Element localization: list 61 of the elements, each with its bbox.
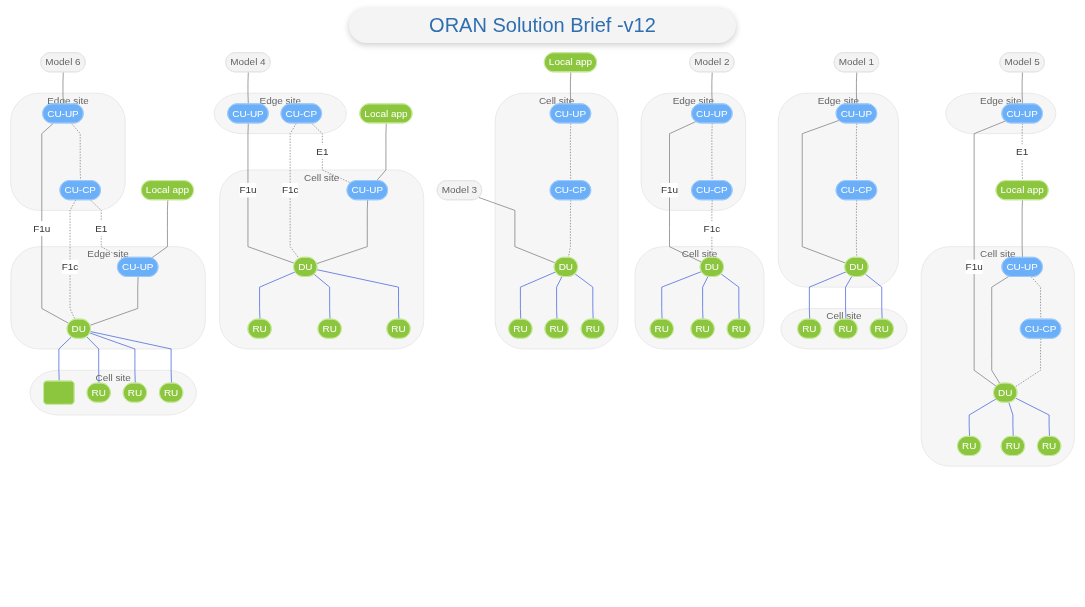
connector <box>1021 123 1023 182</box>
connector <box>1021 199 1023 258</box>
connector <box>520 271 557 320</box>
connector <box>90 331 172 384</box>
connector <box>570 123 572 182</box>
connector <box>845 276 853 320</box>
edge-label: F1u <box>660 184 679 196</box>
edge-label: F1c <box>61 260 79 273</box>
connector <box>720 273 740 320</box>
connector <box>289 123 300 260</box>
connector <box>478 197 556 264</box>
connector <box>968 398 997 438</box>
edge-label: E1 <box>316 145 329 158</box>
edge-label: E1 <box>95 222 108 234</box>
connector <box>1014 338 1042 388</box>
connector <box>89 276 139 326</box>
connector <box>62 71 64 105</box>
connector <box>669 121 703 263</box>
connector <box>313 274 331 320</box>
connector <box>856 71 858 105</box>
edge-label: F1c <box>703 222 721 234</box>
connector <box>1021 71 1023 105</box>
connector <box>570 71 572 105</box>
connector <box>247 71 249 105</box>
connector <box>1008 402 1014 438</box>
connector <box>865 273 883 320</box>
connector <box>711 71 713 105</box>
connector <box>856 199 858 258</box>
connector <box>556 276 563 320</box>
connector <box>151 199 169 259</box>
connector <box>711 123 713 182</box>
connector <box>661 271 702 320</box>
connector <box>259 271 296 320</box>
connector <box>58 336 72 382</box>
connector <box>86 336 100 384</box>
connector <box>89 332 136 384</box>
edge-label: F1c <box>281 184 299 196</box>
connector <box>316 269 400 320</box>
edge-label: E1 <box>1016 145 1029 158</box>
connector <box>376 123 387 182</box>
connector <box>856 123 858 182</box>
edge-label: F1u <box>239 184 257 196</box>
connector <box>1015 397 1050 438</box>
connector <box>41 123 70 324</box>
connector <box>702 276 709 320</box>
connector <box>809 271 847 320</box>
connector <box>574 273 594 320</box>
connector <box>991 276 1010 385</box>
diagram-title: ORAN Solution Brief -v12 <box>349 8 736 43</box>
connector <box>311 123 352 184</box>
edge-label: F1u <box>965 260 983 273</box>
connector <box>247 123 296 264</box>
edge-label: F1u <box>33 222 51 234</box>
connector <box>711 199 713 258</box>
connector <box>973 120 1006 387</box>
connector <box>316 199 368 264</box>
connector <box>801 120 847 264</box>
connector <box>90 199 124 260</box>
connector <box>1030 276 1042 320</box>
connector <box>69 199 77 321</box>
connector <box>568 199 572 258</box>
